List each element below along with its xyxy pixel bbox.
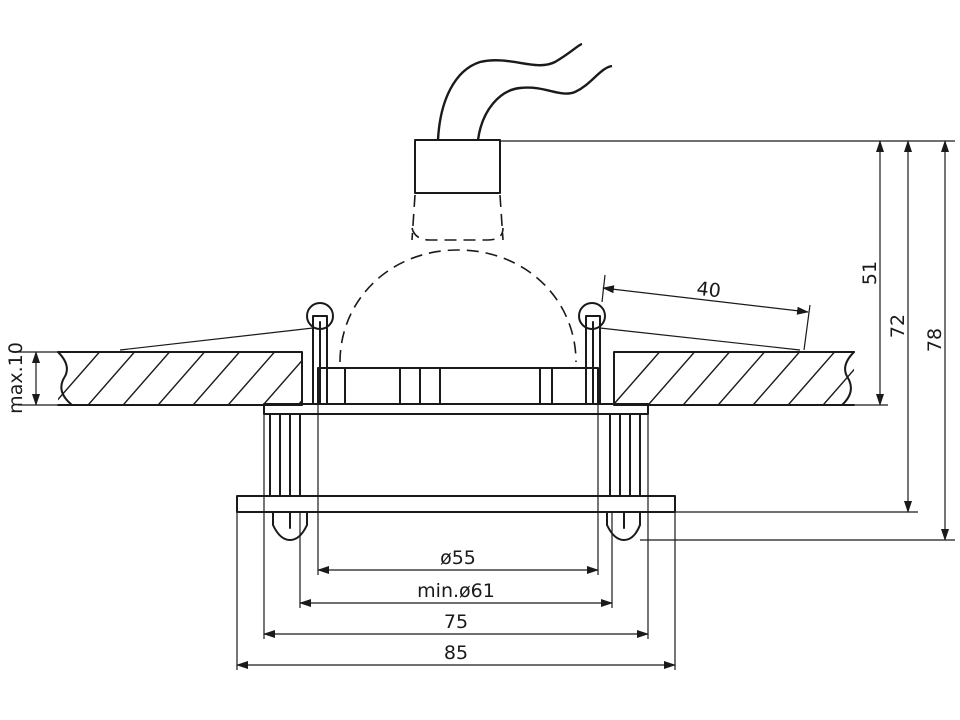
- screw-cap-left: [272, 511, 308, 541]
- dimension-spring40: 40: [601, 274, 811, 351]
- dimension-h78: 78: [924, 140, 949, 541]
- dimension-max10: max.10: [5, 342, 58, 414]
- screw-cap-right: [606, 511, 641, 541]
- post-left: [269, 413, 301, 497]
- dimension-label-h51: 51: [859, 261, 881, 285]
- ceiling-panel-left: [57, 351, 303, 406]
- spring-arm-right: [599, 327, 801, 351]
- ceiling-panel-right: [613, 351, 855, 406]
- dimension-label-h72: 72: [887, 314, 909, 338]
- spring-clip-right: [578, 302, 606, 405]
- top-flange: [263, 403, 649, 415]
- dimension-label-w85: 85: [444, 642, 468, 664]
- dimension-label-max10: max.10: [5, 342, 27, 414]
- dimension-label-spring40: 40: [695, 278, 722, 303]
- connector-block: [414, 139, 501, 194]
- lamp-bulb-dashed: [339, 194, 577, 363]
- hatching-right: [614, 352, 854, 405]
- extension-lines-right: [500, 140, 955, 541]
- glass-plate: [236, 495, 676, 513]
- post-right: [609, 413, 641, 497]
- spring-arm-left: [119, 327, 314, 351]
- lamp-housing: [317, 367, 599, 405]
- dimension-label-d55: ø55: [440, 547, 476, 569]
- dimension-h72: 72: [887, 140, 912, 513]
- dimension-w85: 85: [236, 512, 676, 670]
- dimension-w75: 75: [263, 414, 649, 639]
- dimension-d55: ø55: [317, 404, 599, 575]
- dimension-label-h78: 78: [924, 328, 946, 352]
- dimension-label-min61: min.ø61: [417, 580, 495, 602]
- power-cable: [436, 42, 613, 141]
- dimension-h51: 51: [859, 140, 884, 406]
- dimension-label-w75: 75: [444, 611, 468, 633]
- dimension-min61: min.ø61: [299, 512, 613, 608]
- spring-clip-left: [306, 302, 334, 405]
- hatching-left: [58, 352, 302, 405]
